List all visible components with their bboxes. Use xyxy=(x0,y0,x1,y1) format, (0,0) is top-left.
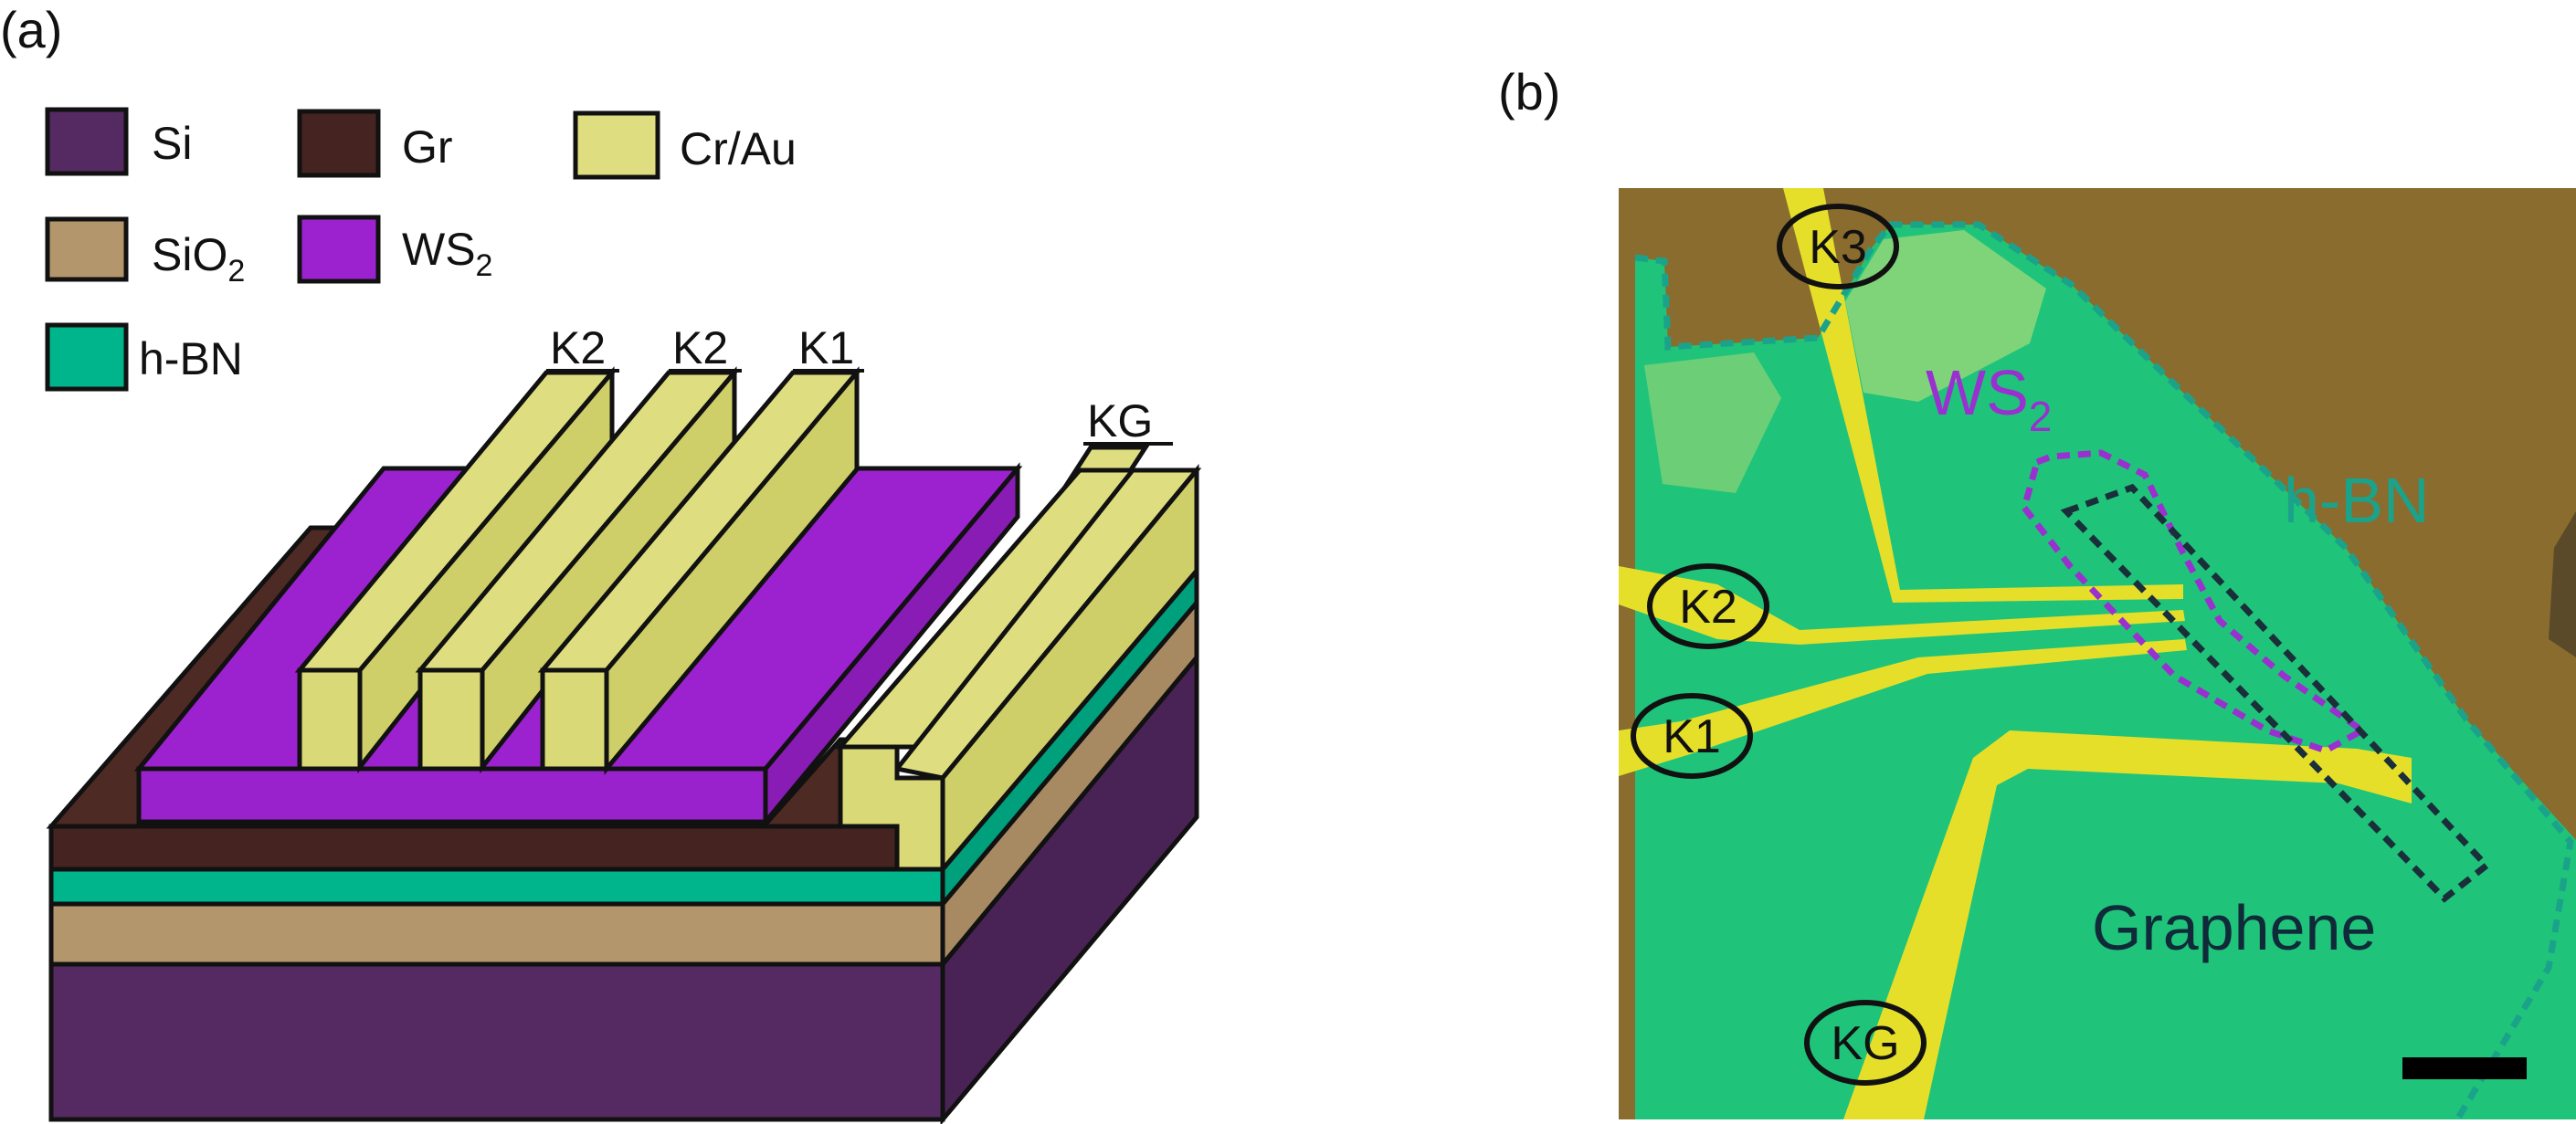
legend-label-si: Si xyxy=(152,118,192,169)
label-graphene: Graphene xyxy=(2092,892,2376,963)
label-contact-kg: KG xyxy=(1087,395,1153,446)
label-ws2-base: WS xyxy=(1926,357,2029,428)
label-k2: K2 xyxy=(1679,581,1737,634)
legend-swatch-ws2 xyxy=(297,215,381,284)
micrograph: K3 K2 K1 KG WS2 h-BN Graphene xyxy=(1619,188,2576,1121)
panel-a-label: (a) xyxy=(0,1,62,58)
label-hbn: h-BN xyxy=(2284,465,2429,536)
legend: Si Gr Cr/Au SiO2 WS2 h-BN xyxy=(45,107,797,392)
label-kg: KG xyxy=(1831,1017,1899,1070)
si-front xyxy=(48,961,945,1122)
legend-swatch-si xyxy=(45,107,129,176)
substrate-edge-shadow xyxy=(2549,511,2576,657)
kg-circle xyxy=(1804,1000,1927,1086)
label-k1: K1 xyxy=(1663,710,1721,763)
legend-label-sio2-base: SiO xyxy=(152,229,227,280)
contact-bar-k2-mid-front xyxy=(417,667,485,772)
k2-circle xyxy=(1647,563,1769,649)
legend-swatch-gr xyxy=(297,109,381,178)
label-contact-k2-left: K2 xyxy=(550,322,606,373)
legend-label-sio2: SiO2 xyxy=(152,229,245,289)
legend-label-hbn: h-BN xyxy=(139,333,243,384)
graphene-outline xyxy=(2060,483,2492,903)
legend-swatch-hbn xyxy=(45,322,129,392)
panel-b: (b) xyxy=(1498,63,2576,1121)
panel-b-label: (b) xyxy=(1498,63,1560,121)
legend-swatch-sio2 xyxy=(45,216,129,282)
device-stack xyxy=(46,366,1202,1124)
k1-circle xyxy=(1631,693,1753,779)
ws2-outline xyxy=(2021,449,2369,754)
legend-label-ws2: WS2 xyxy=(402,224,492,283)
label-ws2-sub: 2 xyxy=(2029,393,2053,440)
hbn-light-region-left xyxy=(1644,352,1781,493)
contact-bar-k1-front xyxy=(540,667,609,772)
legend-label-ws2-sub: 2 xyxy=(476,248,493,283)
legend-label-ws2-base: WS xyxy=(402,224,476,275)
gold-lead-k3 xyxy=(1783,188,2183,603)
legend-label-sio2-sub: 2 xyxy=(227,254,245,289)
legend-label-crau: Cr/Au xyxy=(680,123,797,174)
hbn-front xyxy=(48,867,945,907)
gr-front xyxy=(48,824,900,872)
label-contact-k1: K1 xyxy=(798,322,854,373)
k3-circle xyxy=(1777,204,1899,289)
label-k3: K3 xyxy=(1809,221,1867,274)
gold-lead-kg xyxy=(1843,730,2412,1119)
scale-bar xyxy=(2402,1057,2527,1079)
contact-bar-k2-left-front xyxy=(297,667,363,772)
ws2-front xyxy=(136,766,768,825)
hbn-light-region xyxy=(1845,230,2046,402)
sio2-front xyxy=(48,901,945,967)
label-contact-k2-mid: K2 xyxy=(672,322,728,373)
panel-a: (a) Si Gr Cr/Au SiO2 WS2 h-BN xyxy=(0,1,1202,1124)
legend-label-gr: Gr xyxy=(402,121,453,173)
label-ws2: WS2 xyxy=(1926,357,2052,440)
contact-kg-front xyxy=(838,744,945,872)
ws2-side xyxy=(763,462,1020,828)
legend-swatch-crau xyxy=(573,110,660,180)
